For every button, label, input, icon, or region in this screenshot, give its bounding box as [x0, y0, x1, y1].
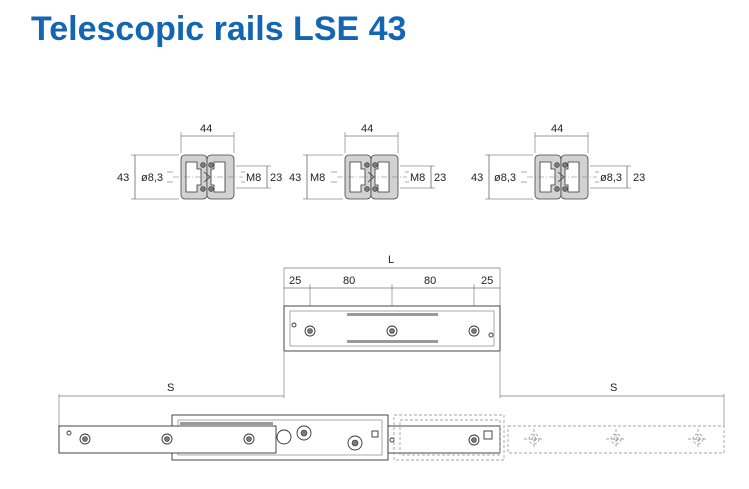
page-title: Telescopic rails LSE 43 [31, 10, 407, 48]
section-1-right-height-label: 23 [270, 172, 282, 184]
section-3-width-label: 44 [551, 123, 563, 135]
section-2-width-label: 44 [361, 123, 373, 135]
section-1-left-label: ø8,3 [141, 172, 163, 184]
stroke-label-left: S [167, 382, 174, 394]
carriage-top-view [283, 267, 501, 352]
pitch-label-4: 25 [481, 275, 493, 287]
pitch-label-1: 25 [289, 275, 301, 287]
section-2-height-label: 43 [289, 172, 301, 184]
section-1-right-label: M8 [246, 172, 261, 184]
cross-section-1 [131, 132, 271, 200]
cross-section-3 [485, 132, 631, 200]
section-1-height-label: 43 [117, 172, 129, 184]
section-2-right-height-label: 23 [434, 172, 446, 184]
section-3-left-label: ø8,3 [494, 172, 516, 184]
section-3-right-label: ø8,3 [600, 172, 622, 184]
section-2-left-label: M8 [310, 172, 325, 184]
stroke-label-right: S [610, 382, 617, 394]
pitch-label-3: 80 [424, 275, 436, 287]
cross-section-2 [303, 132, 435, 200]
extended-rail-view [58, 352, 725, 461]
length-label: L [388, 254, 394, 266]
section-2-right-label: M8 [410, 172, 425, 184]
section-3-height-label: 43 [471, 172, 483, 184]
pitch-label-2: 80 [343, 275, 355, 287]
section-3-right-height-label: 23 [633, 172, 645, 184]
section-1-width-label: 44 [200, 123, 212, 135]
